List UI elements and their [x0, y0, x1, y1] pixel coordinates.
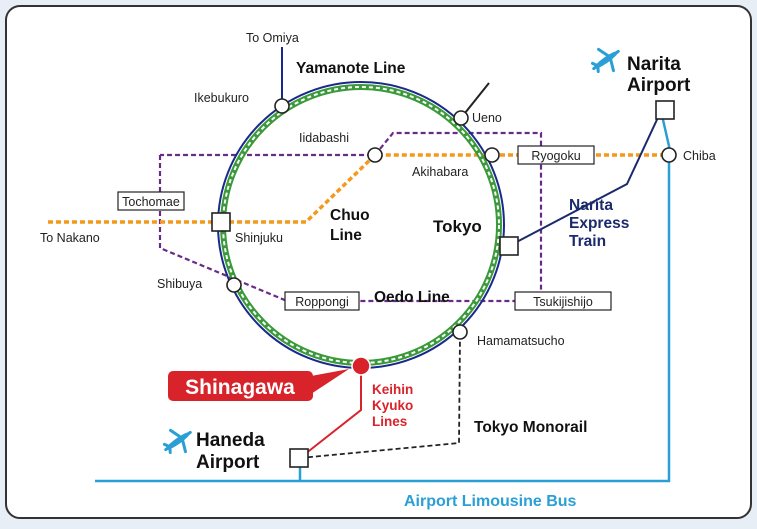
- haneda-airport-label-2: Airport: [196, 452, 260, 473]
- station-marker-shibuya[interactable]: [226, 277, 242, 293]
- yamanote-line-label: Yamanote Line: [296, 60, 406, 77]
- shinagawa-badge[interactable]: [168, 371, 313, 401]
- to-nakano-label: To Nakano: [40, 231, 100, 245]
- ueno-label: Ueno: [472, 111, 502, 125]
- tochomae-label: Tochomae: [122, 195, 180, 209]
- oedo-line-label: Oedo Line: [374, 289, 450, 306]
- chiba-label: Chiba: [683, 149, 716, 163]
- narita-airplane-icon: [590, 47, 620, 74]
- akihabara-label: Akihabara: [412, 165, 468, 179]
- chuo-line-label-1: Chuo: [330, 207, 370, 224]
- station-marker-tokyo[interactable]: [499, 236, 519, 256]
- haneda-airplane-icon: [162, 428, 192, 455]
- station-marker-shinjuku[interactable]: [211, 212, 231, 232]
- station-marker-ueno[interactable]: [453, 110, 469, 126]
- station-marker-ikebukuro[interactable]: [274, 98, 290, 114]
- airport-limousine-bus-label: Airport Limousine Bus: [404, 493, 577, 510]
- yamanote-loop-dash: [222, 86, 500, 364]
- keihin-kyuko-label-3: Lines: [372, 414, 407, 429]
- limousine-bus-route: [95, 110, 671, 483]
- tokyo-monorail-label: Tokyo Monorail: [474, 419, 587, 436]
- narita-airport-label-2: Airport: [627, 75, 691, 96]
- station-marker-shinagawa[interactable]: [351, 356, 371, 376]
- to-omiya-label: To Omiya: [246, 31, 299, 45]
- chuo-line-central: [221, 153, 492, 224]
- station-marker-haneda-airport[interactable]: [289, 448, 309, 468]
- shibuya-label: Shibuya: [157, 277, 202, 291]
- narita-airport-label-1: Narita: [627, 54, 681, 75]
- iidabashi-label: Iidabashi: [299, 131, 349, 145]
- chuo-line-label-2: Line: [330, 227, 362, 244]
- station-marker-hamamatsucho[interactable]: [452, 324, 468, 340]
- tsukijishijo-label-box: [514, 291, 612, 311]
- narita-express-route: [508, 110, 662, 247]
- station-marker-chiba[interactable]: [661, 147, 677, 163]
- ikebukuro-label: Ikebukuro: [194, 91, 249, 105]
- roppongi-label: Roppongi: [295, 295, 349, 309]
- narita-express-label-2: Express: [569, 215, 629, 232]
- narita-express-label-3: Train: [569, 233, 606, 250]
- roppongi-label-box: [284, 291, 360, 311]
- station-marker-iidabashi[interactable]: [367, 147, 383, 163]
- keihin-kyuko-route: [299, 368, 362, 459]
- keihin-kyuko-label-1: Keihin: [372, 382, 413, 397]
- tochomae-label-box: [117, 191, 185, 211]
- tsukijishijo-label: Tsukijishijo: [533, 295, 593, 309]
- haneda-airport-label-1: Haneda: [196, 430, 265, 451]
- shinagawa-label: Shinagawa: [185, 376, 295, 399]
- shinjuku-label: Shinjuku: [235, 231, 283, 245]
- hamamatsucho-label: Hamamatsucho: [477, 334, 565, 348]
- ryogoku-label-box: [517, 145, 595, 165]
- tokyo-station-label: Tokyo: [433, 217, 482, 236]
- station-marker-akihabara[interactable]: [484, 147, 500, 163]
- shinagawa-badge-pointer: [311, 369, 349, 394]
- station-marker-narita-airport[interactable]: [655, 100, 675, 120]
- narita-express-label-1: Narita: [569, 197, 613, 214]
- ryogoku-label: Ryogoku: [531, 149, 580, 163]
- keihin-kyuko-label-2: Kyuko: [372, 398, 413, 413]
